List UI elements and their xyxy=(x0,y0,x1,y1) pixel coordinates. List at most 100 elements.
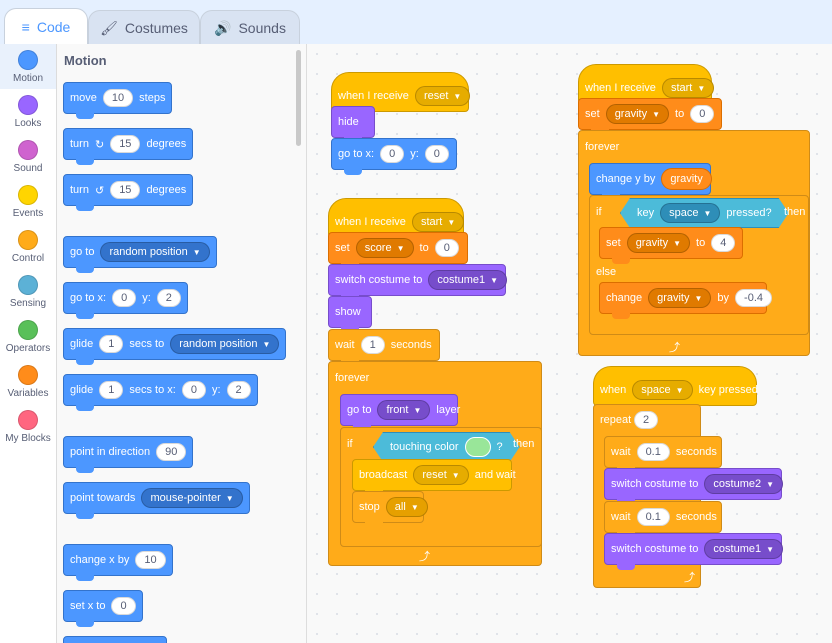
block-partial[interactable] xyxy=(63,636,167,643)
y-input[interactable]: 2 xyxy=(156,289,181,307)
glide-secs-input[interactable]: 1 xyxy=(99,335,124,353)
category-label: Motion xyxy=(12,72,43,84)
value-input[interactable]: 4 xyxy=(711,234,736,252)
key-dropdown[interactable]: space▼ xyxy=(632,380,693,400)
message-dropdown[interactable]: start▼ xyxy=(411,212,465,232)
goto-dropdown[interactable]: random position▼ xyxy=(100,242,210,262)
value-input[interactable]: 0 xyxy=(434,239,459,257)
category-label: Sensing xyxy=(9,297,47,309)
costume-dropdown[interactable]: costume2▼ xyxy=(704,474,784,494)
block-show[interactable]: show xyxy=(328,296,372,333)
change-x-input[interactable]: 10 xyxy=(135,551,166,569)
x-input[interactable]: 0 xyxy=(181,381,206,399)
wait-input[interactable]: 0.1 xyxy=(636,443,670,461)
y-input[interactable]: 2 xyxy=(226,381,251,399)
key-dropdown[interactable]: space▼ xyxy=(660,203,720,223)
message-dropdown[interactable]: start▼ xyxy=(661,78,715,98)
message-dropdown[interactable]: reset▼ xyxy=(414,86,471,106)
value-input[interactable]: 0 xyxy=(690,105,715,123)
tab-costumes[interactable]: 🖌Costumes xyxy=(88,10,200,45)
move-input[interactable]: 10 xyxy=(102,89,134,107)
block-hide[interactable]: hide xyxy=(331,106,375,143)
glide-dropdown[interactable]: random position▼ xyxy=(170,334,280,354)
x-input[interactable]: 0 xyxy=(112,289,137,307)
category-operators[interactable]: Operators xyxy=(0,314,56,359)
repeat-input[interactable]: 2 xyxy=(634,411,659,429)
variable-dropdown[interactable]: gravity▼ xyxy=(605,104,670,124)
category-label: Sound xyxy=(13,162,43,174)
category-motion[interactable]: Motion xyxy=(0,44,56,89)
dropdown-arrow-icon: ▼ xyxy=(703,208,712,218)
category-label: Looks xyxy=(14,117,42,129)
layer-dropdown[interactable]: front▼ xyxy=(377,400,431,420)
category-variables[interactable]: Variables xyxy=(0,359,56,404)
category-my-blocks[interactable]: My Blocks xyxy=(0,404,56,449)
set-x-input[interactable]: 0 xyxy=(111,597,136,615)
towards-dropdown[interactable]: mouse-pointer▼ xyxy=(141,488,243,508)
category-sound[interactable]: Sound xyxy=(0,134,56,179)
dropdown-arrow-icon: ▼ xyxy=(766,544,775,554)
category-control[interactable]: Control xyxy=(0,224,56,269)
broadcast-dropdown[interactable]: reset▼ xyxy=(413,465,469,485)
variable-dropdown[interactable]: gravity▼ xyxy=(648,288,712,308)
y-input[interactable]: 0 xyxy=(424,145,449,163)
turn-left-input[interactable]: 15 xyxy=(110,181,141,199)
tab-code[interactable]: ≡Code xyxy=(4,8,88,45)
variable-dropdown[interactable]: score▼ xyxy=(355,238,414,258)
category-events[interactable]: Events xyxy=(0,179,56,224)
dropdown-arrow-icon: ▼ xyxy=(447,217,456,227)
turn-right-input[interactable]: 15 xyxy=(110,135,141,153)
costume-dropdown[interactable]: costume1▼ xyxy=(428,270,508,290)
dropdown-arrow-icon: ▼ xyxy=(673,238,682,248)
palette-scrollbar[interactable] xyxy=(296,50,301,146)
x-input[interactable]: 0 xyxy=(380,145,405,163)
category-looks[interactable]: Looks xyxy=(0,89,56,134)
glide-secs-input[interactable]: 1 xyxy=(99,381,124,399)
variable-dropdown[interactable]: gravity▼ xyxy=(626,233,691,253)
gravity-reporter[interactable]: gravity xyxy=(661,168,712,190)
category-sensing[interactable]: Sensing xyxy=(0,269,56,314)
tab-sounds[interactable]: 🔊Sounds xyxy=(200,10,300,45)
costume-dropdown[interactable]: costume1▼ xyxy=(704,539,784,559)
stop-dropdown[interactable]: all▼ xyxy=(385,497,428,517)
wait-input[interactable]: 0.1 xyxy=(636,508,670,526)
change-input[interactable]: -0.4 xyxy=(735,289,773,307)
dropdown-arrow-icon: ▼ xyxy=(675,385,684,395)
wait-input[interactable]: 1 xyxy=(360,336,385,354)
direction-input[interactable]: 90 xyxy=(156,443,187,461)
touching-color-condition[interactable]: touching color? xyxy=(373,432,520,462)
color-swatch[interactable] xyxy=(465,437,491,457)
